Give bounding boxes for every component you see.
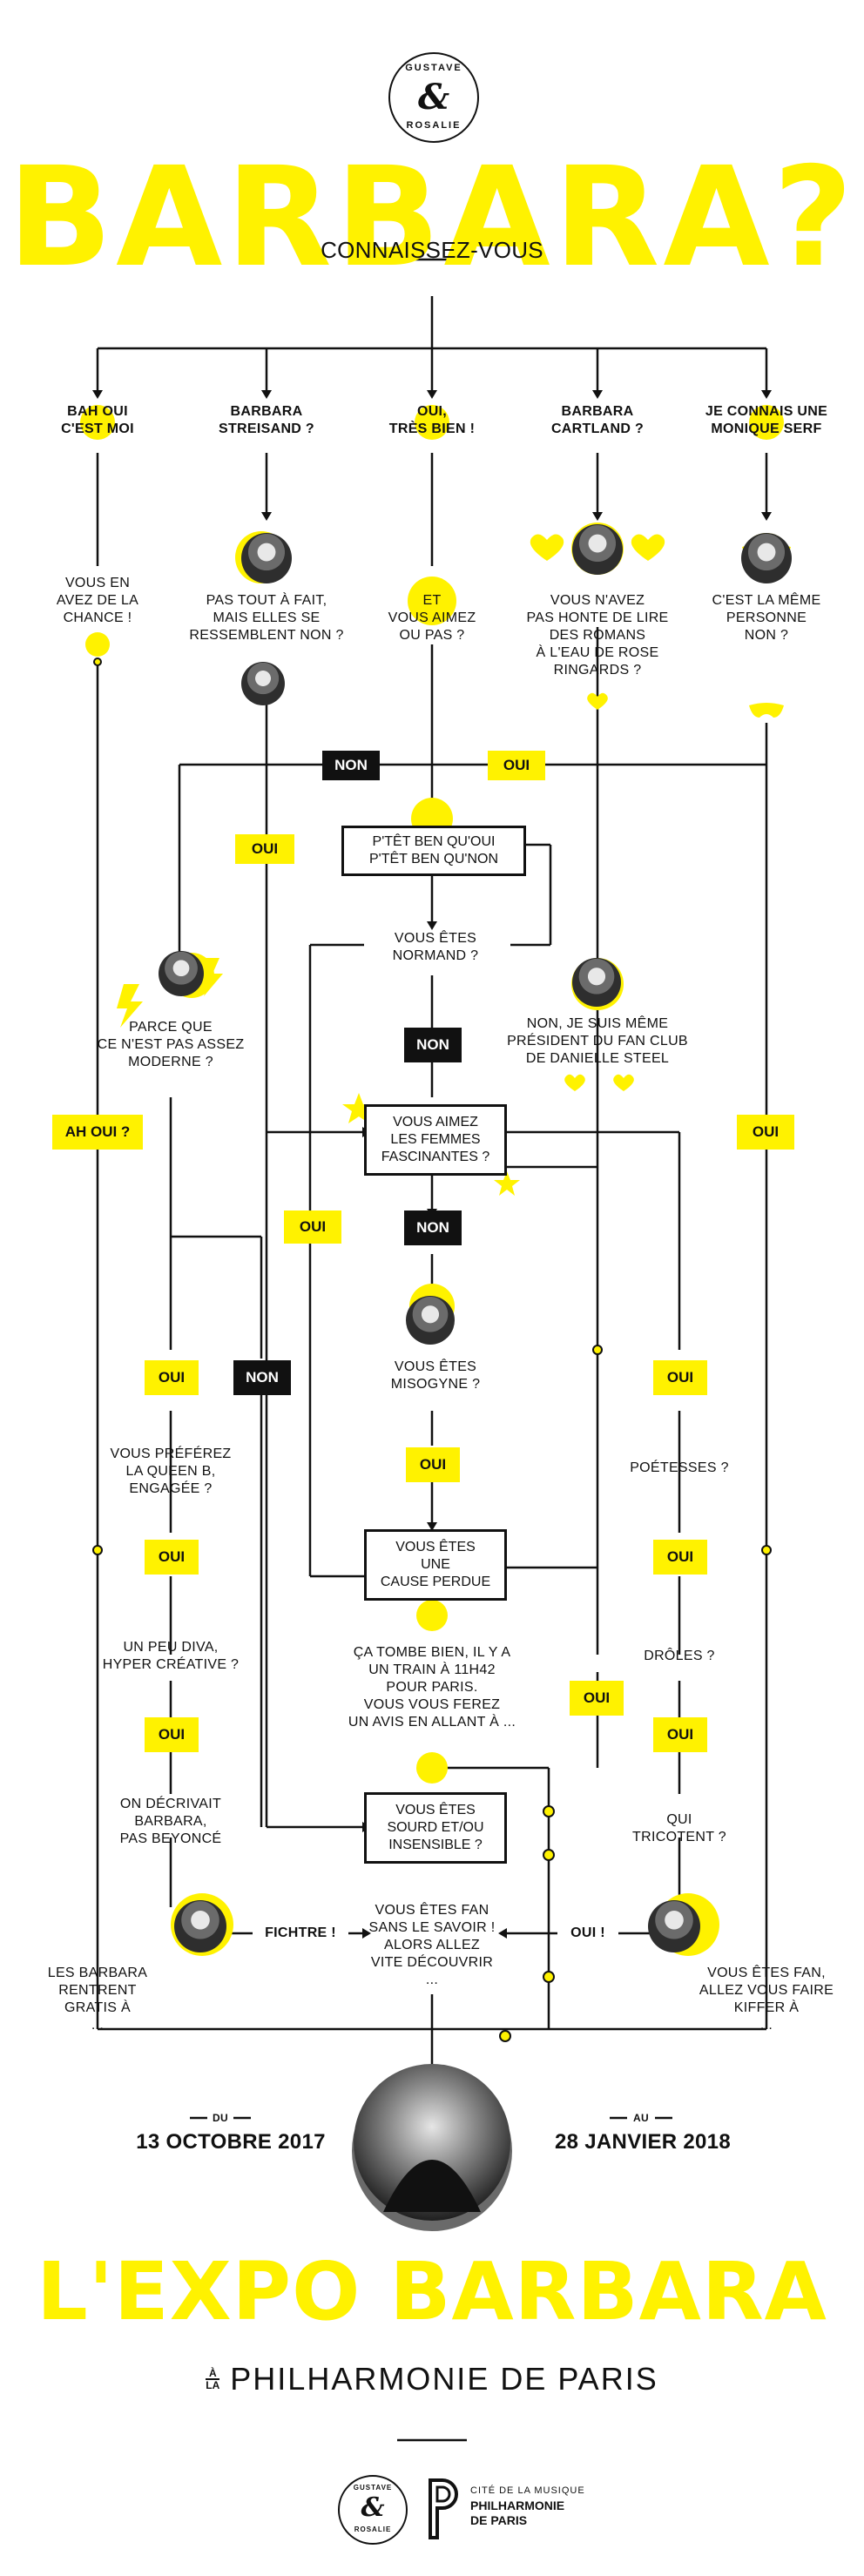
date-start: 13 OCTOBRE 2017: [136, 2130, 326, 2154]
label-du: DU: [213, 2112, 228, 2124]
portrait-tricotent: [648, 1900, 700, 1952]
badge-non-normand: NON: [404, 1028, 462, 1062]
badge-oui-poetesses2: OUI: [653, 1540, 707, 1575]
badge-non-femmes: NON: [404, 1210, 462, 1245]
question-droles: DRÔLES ?: [644, 1649, 715, 1663]
portrait-monique-serf: [741, 533, 792, 583]
question-poetesses: POÉTESSES ?: [630, 1460, 729, 1475]
gustave-rosalie-logo-footer: GUSTAVE & ROSALIE: [338, 2475, 408, 2545]
page-title: BARBARA?: [7, 138, 857, 298]
badge-oui-right: OUI: [737, 1115, 794, 1150]
label-au: AU: [633, 2112, 649, 2124]
portrait-streisand: [241, 533, 292, 583]
badge-oui-poetesses: OUI: [653, 1360, 707, 1395]
label-oui-excl: OUI !: [557, 1925, 618, 1942]
portrait-modern: [159, 951, 204, 996]
logo-top-text: GUSTAVE: [405, 63, 462, 73]
badge-oui-modern: OUI: [145, 1360, 199, 1395]
badge-oui-left2: OUI: [284, 1210, 341, 1244]
partner-line-1: CITÉ DE LA MUSIQUE: [470, 2485, 585, 2496]
footer-logo-bottom: ROSALIE: [354, 2525, 392, 2533]
label-fichtre: FICHTRE !: [253, 1925, 348, 1942]
partner-line-3: DE PARIS: [470, 2513, 528, 2527]
badge-oui-diva: OUI: [145, 1717, 199, 1752]
partner-line-2: PHILHARMONIE: [470, 2498, 565, 2512]
badge-non-modern: NON: [233, 1360, 291, 1395]
badge-oui-col2: OUI: [235, 834, 294, 864]
footer-logo-amp: &: [361, 2492, 385, 2523]
partner-text: CITÉ DE LA MUSIQUE PHILHARMONIE DE PARIS: [470, 2484, 610, 2528]
philharmonie-logo-mark: [427, 2478, 462, 2539]
badge-oui-queen: OUI: [145, 1540, 199, 1575]
portrait-cartland: [572, 524, 623, 575]
badge-non: NON: [322, 751, 380, 780]
badge-oui: OUI: [488, 751, 545, 780]
footer-logo-top: GUSTAVE: [353, 2484, 393, 2492]
portrait-beyonce: [174, 1900, 226, 1952]
badge-oui-misogyne: OUI: [406, 1447, 460, 1482]
portrait-danielle: [572, 958, 621, 1007]
portrait-barbara-small: [241, 662, 285, 705]
logo-bottom-text: ROSALIE: [406, 120, 462, 131]
portrait-misogyne: [406, 1296, 455, 1345]
expo-title: L'EXPO BARBARA: [37, 2245, 827, 2338]
badge-ah-oui: AH OUI ?: [52, 1115, 143, 1150]
page-subtitle: CONNAISSEZ-VOUS: [321, 237, 543, 263]
logo-ampersand: &: [417, 77, 450, 118]
date-end: 28 JANVIER 2018: [555, 2130, 731, 2154]
badge-oui-droles: OUI: [653, 1717, 707, 1752]
gustave-rosalie-logo: GUSTAVE & ROSALIE: [388, 52, 479, 143]
badge-oui-train: OUI: [570, 1681, 624, 1716]
answer-tres-bien: OUI,TRÈS BIEN !: [388, 404, 476, 436]
venue-name: PHILHARMONIE DE PARIS: [230, 2361, 658, 2397]
question-diva: UN PEU DIVA,HYPER CRÉATIVE ?: [102, 1640, 240, 1672]
